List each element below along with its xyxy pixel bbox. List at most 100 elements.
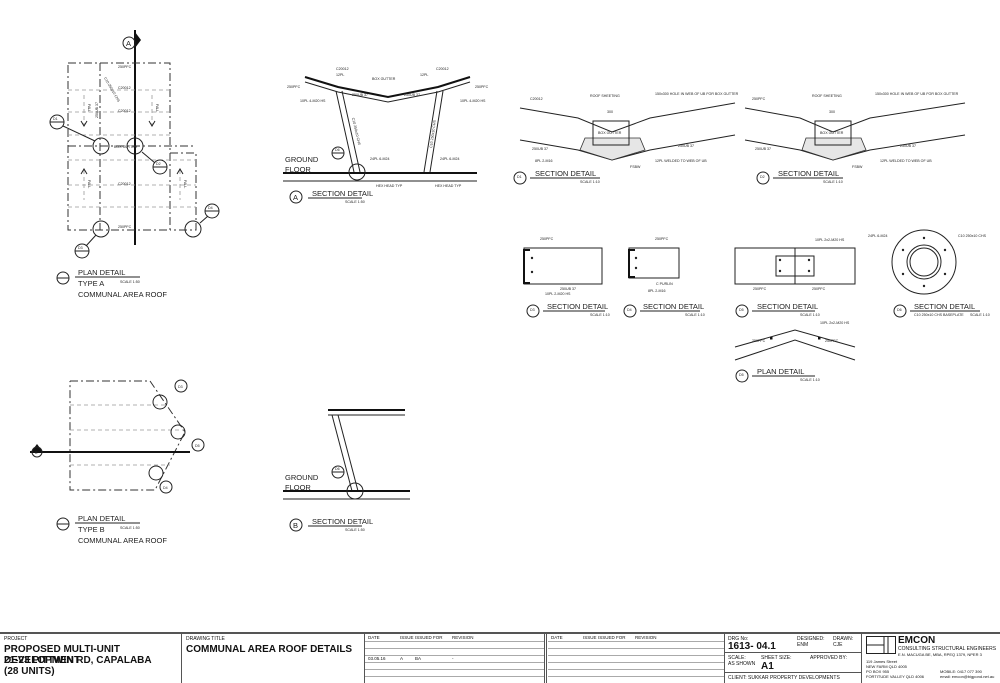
project-cell: PROJECT PROPOSED MULTI-UNIT DEVELOPMENT … <box>0 634 182 683</box>
section-detail-d3: 250PFC 250UB 37 10PL 2-M20 HS D3 SECTION… <box>523 237 610 318</box>
drawing-label: PLAN DETAIL <box>78 514 125 523</box>
drawing-label: SECTION DETAIL <box>914 302 975 311</box>
drawing-label: D6 <box>897 308 902 312</box>
drawing-label: 250PFC <box>752 339 766 343</box>
section-detail-a: GROUND FLOOR D6 C20012 12PL BOX GUTTER 2… <box>283 67 489 204</box>
drawing-label: 10PL 4-M20 HS <box>300 99 326 103</box>
drawing-label: D6 <box>335 467 340 471</box>
fall-label: FALL <box>155 104 159 112</box>
drawing-label: 250PFC <box>287 85 301 89</box>
drawing-label: AS SHOWN <box>728 661 756 667</box>
drawing-label: SCALE 1:10 <box>580 180 600 184</box>
drawing-title: COMMUNAL AREA ROOF DETAILS <box>186 644 353 655</box>
section-detail-d5: 10PL 2x2-M20 HS 250PFC 250PFC D5 SECTION… <box>734 238 856 318</box>
drawing-label: C20012 <box>118 182 131 186</box>
drawing-label: D3 <box>178 385 183 389</box>
detail-bubble-d4: D4 <box>204 203 220 219</box>
drawing-label: FSBW <box>852 165 863 169</box>
drawing-label: A <box>400 656 404 661</box>
drawing-label: 250UB 37 <box>900 144 916 148</box>
drawing-label: D4 <box>627 308 632 312</box>
drawing-label: PLAN DETAIL <box>757 367 804 376</box>
drawing-label: D5 <box>739 373 744 377</box>
drawing-label: MOBILE: 0417 077 390 <box>940 669 982 674</box>
drawing-label: D4 <box>208 206 213 210</box>
drawing-label: COMMUNAL AREA ROOF <box>78 290 167 299</box>
drawing-info: DRG No: 1613- 04.1 DESIGNED: ENM DRAWN: … <box>725 634 862 683</box>
drawing-label: REVISION <box>452 635 474 640</box>
drawing-label: SECTION DETAIL <box>547 302 608 311</box>
drawing-label: APPROVED BY: <box>810 655 847 661</box>
drawing-label: ENM <box>797 642 809 648</box>
drawing-label: 250PFC <box>825 339 839 343</box>
drawing-label: SCALE 1:10 <box>800 378 820 382</box>
drawing-label: DESIGNED: <box>797 636 825 642</box>
drawing-label: SCALE 1:10 <box>590 313 610 317</box>
drawing-label: SCALE 1:10 <box>970 313 990 317</box>
drawing-label: DRAWING TITLE <box>186 636 225 642</box>
drawing-label: 12PL WELDED TO WEB OF UB <box>655 159 707 163</box>
drawing-label: FSBW <box>630 165 641 169</box>
drawing-label: ROOF SHEETING <box>590 94 620 98</box>
drawing-label: 250UB 37 <box>560 287 576 291</box>
drawing-label: D2 <box>760 175 765 179</box>
project-name: PROPOSED MULTI-UNIT DEVELOPMENT <box>4 644 120 666</box>
detail-bubble-d2: D2 <box>152 159 168 175</box>
drawing-label: HEX HEAD TYP <box>376 184 403 188</box>
drawing-label: 250UB 37 <box>404 93 420 97</box>
drawing-label: 12PL <box>336 73 344 77</box>
drawing-label: SCALE: <box>728 655 746 661</box>
drawing-label: 24PL 6-M24 <box>868 234 887 238</box>
drawing-label: 250PFC <box>812 287 826 291</box>
drawing-label: BA <box>415 656 422 661</box>
drawing-label: 250PFC <box>752 97 766 101</box>
beam-label: 250UB 37 <box>95 102 99 118</box>
drawing-label: SECTION DETAIL <box>757 302 818 311</box>
drawing-label: PROJECT <box>4 636 28 642</box>
drawing-label: (28 UNITS) <box>4 666 55 677</box>
drawing-label: 10PL 4-M20 HS <box>460 99 486 103</box>
drawing-label: BOX GUTTER <box>820 131 844 135</box>
drawing-label: FORTITUDE VALLEY QLD 4006 <box>866 674 925 679</box>
drawing-label: SCALE 1:50 <box>345 528 365 532</box>
drawing-label: TYPE A <box>78 279 104 288</box>
fall-label: FALL <box>87 104 91 112</box>
drawing-label: PO BOX 955 <box>866 669 890 674</box>
drawing-label: C20012 <box>436 67 449 71</box>
drawing-label: 250UB 37 <box>755 147 771 151</box>
drawing-label: SECTION DETAIL <box>312 189 373 198</box>
drawing-label: SCALE 1:50 <box>345 200 365 204</box>
drawing-title-cell: DRAWING TITLE COMMUNAL AREA ROOF DETAILS <box>182 634 365 683</box>
drawing-label: D4 <box>163 486 168 490</box>
drawing-label: C20012 <box>118 109 131 113</box>
drawing-label: 250PFC <box>475 85 489 89</box>
drawing-label: C10 250x10 CHS <box>429 119 437 148</box>
drawing-label: DRAWN: <box>833 636 854 642</box>
drawing-label: 21-23 PITTWIN RD, CAPALABA <box>4 655 152 666</box>
drawing-label: TYPE B <box>78 525 105 534</box>
drawing-label: 10PL 2x2-M20 HS <box>820 321 850 325</box>
drawing-label: 300 <box>829 110 835 114</box>
drawing-label: SCALE 1:50 <box>120 280 140 284</box>
section-detail-d2: BOX GUTTER 300 250PFC ROOF SHEETING 150x… <box>744 92 966 185</box>
title-block: PROJECT PROPOSED MULTI-UNIT DEVELOPMENT … <box>0 632 1000 683</box>
drawing-sheet: A C20012 C20012 BOX GUTTER C20012 250PFC… <box>30 30 990 545</box>
drawing-label: REVISION <box>635 635 657 640</box>
drawing-label: C PURLIN <box>656 282 673 286</box>
company-block: EMCON CONSULTING STRUCTURAL ENGINEERS E.… <box>862 634 1000 683</box>
section-detail-d1: BOX GUTTER 300 C20012 ROOF SHEETING 150x… <box>513 92 739 185</box>
plan-detail-type-a: A C20012 C20012 BOX GUTTER C20012 250PFC… <box>49 30 220 299</box>
drawing-label: 250PFC <box>540 237 554 241</box>
drawing-label: NEW FARM QLD 4005 <box>866 664 907 669</box>
drawing-label: A1 <box>761 661 774 672</box>
drawing-label: 12PL <box>420 73 428 77</box>
drawing-label: D1 <box>53 117 58 121</box>
drawing-label: 10PL 2x2-M20 HS <box>815 238 845 242</box>
drawing-label: DATE <box>368 635 380 640</box>
drawing-label: C20012 <box>118 86 131 90</box>
drawing-label: D1 <box>517 175 522 179</box>
section-detail-b: GROUND FLOOR D6 B SECTION DETAIL SCALE 1… <box>283 409 410 532</box>
fall-label: FALL <box>183 180 187 188</box>
